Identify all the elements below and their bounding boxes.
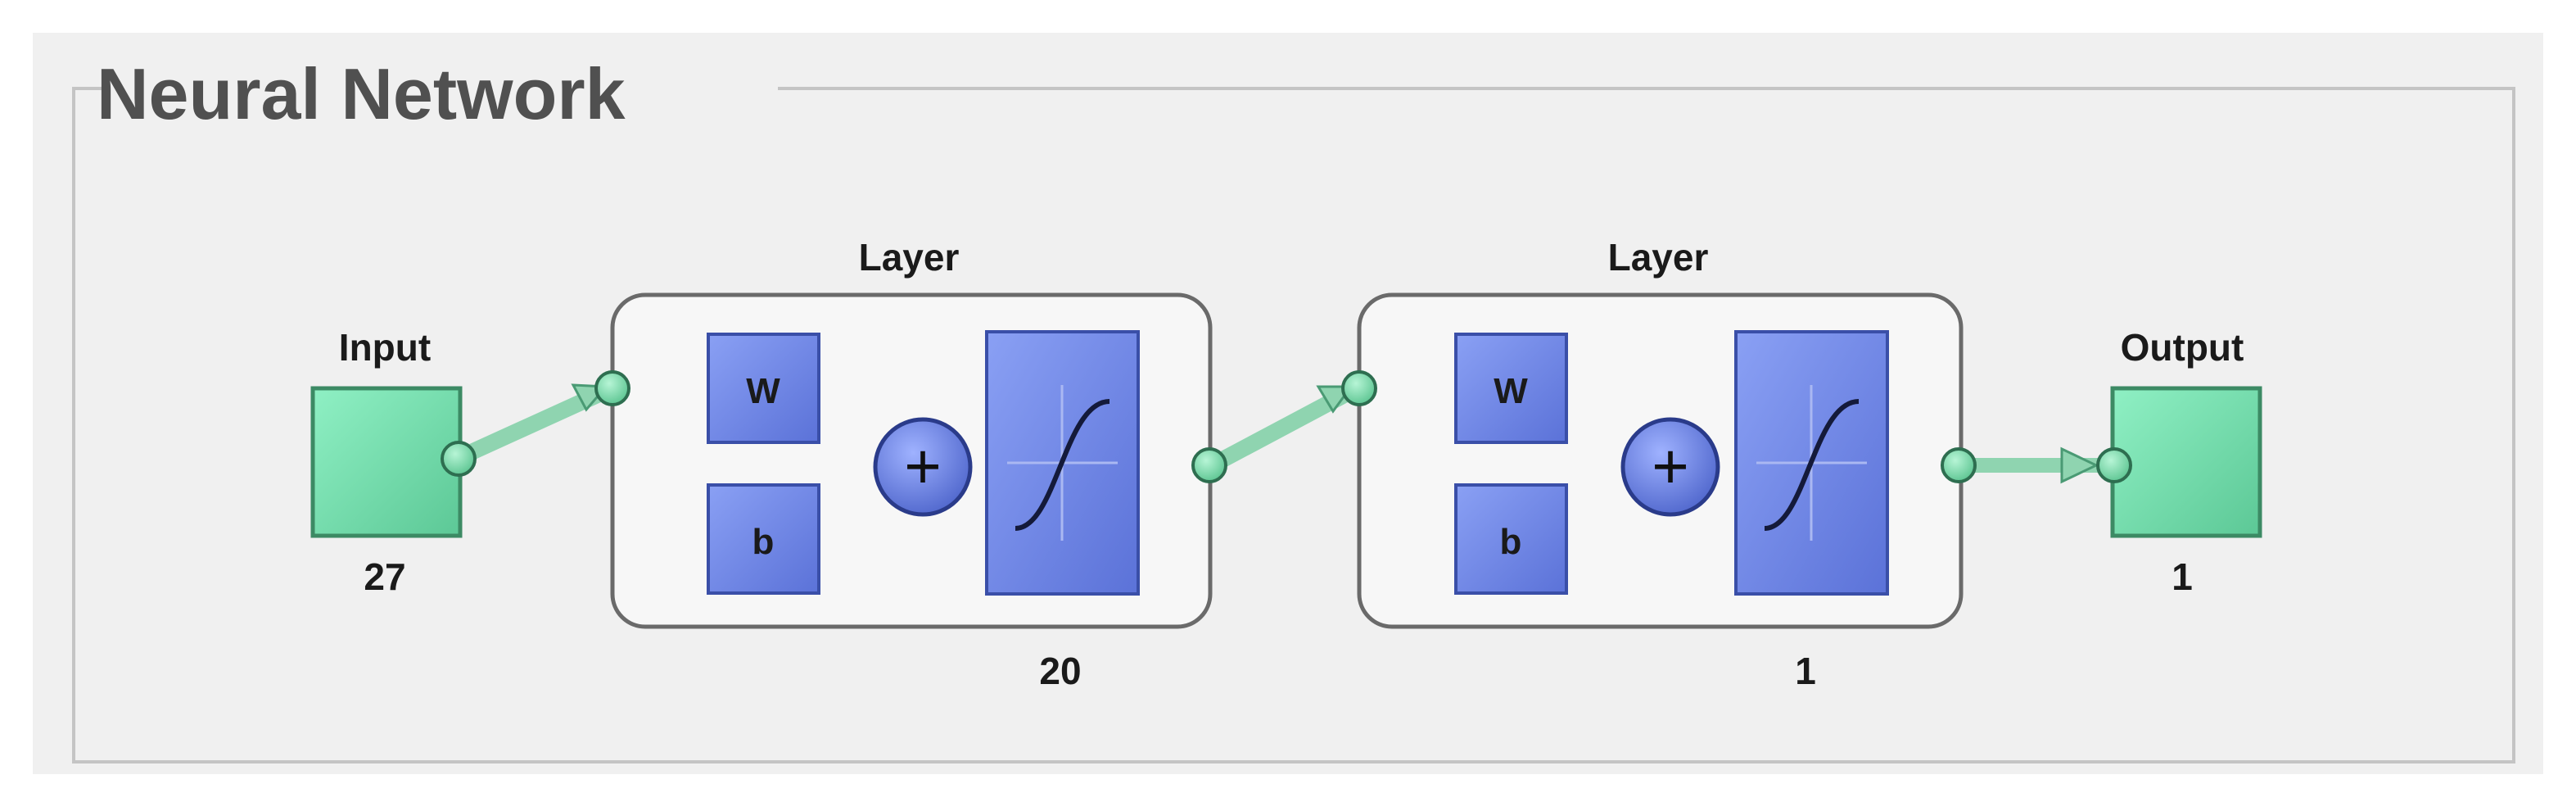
layer2-title: Layer [1608, 236, 1709, 279]
layer1-weight-label: W [746, 371, 780, 411]
layer2-size: 1 [1795, 650, 1816, 692]
input-size: 27 [364, 555, 405, 598]
layer1-size: 20 [1039, 650, 1081, 692]
layer1-sigmoid-curve [1015, 399, 1110, 531]
arrowhead-to-output [2060, 446, 2099, 484]
input-label: Input [339, 326, 431, 369]
output-node-dot [2096, 447, 2132, 483]
layer2-sum-symbol: + [1652, 430, 1689, 502]
panel-title: Neural Network [97, 53, 626, 134]
layer2-weight-label: W [1494, 371, 1528, 411]
output-size: 1 [2172, 555, 2193, 598]
layer2-output-dot [1941, 447, 1977, 483]
layer1-sum-node [873, 417, 973, 517]
output-label: Output [2121, 326, 2244, 369]
layer2-sigmoid-curve [1764, 399, 1860, 531]
layer2-weight-block [1454, 333, 1568, 444]
input-node-dot [441, 441, 477, 477]
layer1-input-dot [594, 370, 630, 406]
layer2-bias-block [1454, 483, 1568, 595]
layer2-sum-node [1620, 417, 1720, 517]
layer2-input-dot [1341, 370, 1377, 406]
layer1-bias-label: b [752, 522, 775, 562]
layer1-title: Layer [859, 236, 960, 279]
panel-border [72, 87, 2515, 763]
layer1-bias-block [707, 483, 820, 595]
output-node [2110, 386, 2262, 538]
layer2-bias-label: b [1500, 522, 1522, 562]
input-node [310, 386, 463, 538]
layer1-output-dot [1191, 447, 1227, 483]
layer1-weight-block [707, 333, 820, 444]
layer1-sum-symbol: + [904, 430, 942, 502]
